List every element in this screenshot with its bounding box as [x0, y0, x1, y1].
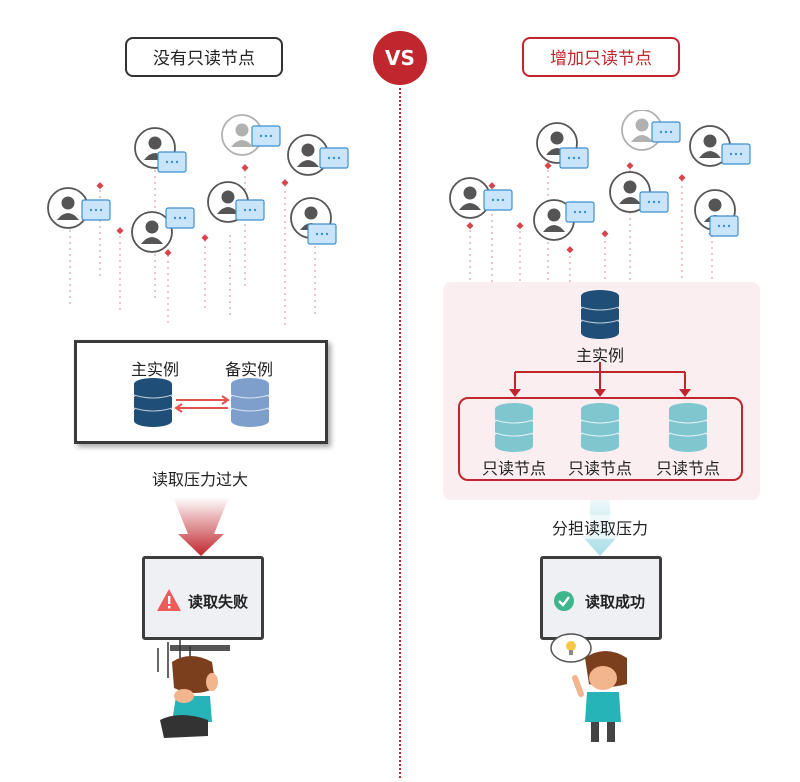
right-primary-label: 主实例: [575, 346, 624, 365]
user-icon: [207, 181, 265, 223]
primary-db-icon: [134, 378, 172, 427]
frustrated-person-illustration: [157, 640, 230, 738]
user-icon: [134, 127, 187, 173]
user-icon: [694, 189, 739, 237]
readonly-db-icon: [495, 403, 533, 452]
right-primary-db-icon: [580, 290, 620, 339]
readonly-label-1: 只读节点: [481, 459, 546, 478]
share-pressure-label: 分担读取压力: [530, 515, 670, 539]
left-title: 没有只读节点: [125, 37, 283, 77]
readonly-db-icon: [669, 403, 707, 452]
user-icon: [287, 134, 349, 176]
signal-lines: [469, 170, 713, 290]
replication-arrows: [509, 362, 691, 397]
right-title: 增加只读节点: [522, 37, 680, 77]
user-icon: [533, 199, 595, 241]
user-icon: [536, 122, 589, 169]
happy-person-illustration: [550, 633, 627, 742]
right-users-cluster: [449, 110, 751, 290]
success-check-icon: [554, 591, 574, 611]
left-users-cluster: [47, 114, 349, 325]
left-monitor: [142, 556, 264, 640]
standby-label: 备实例: [224, 360, 273, 379]
readonly-db-icon: [581, 403, 619, 452]
primary-label: 主实例: [130, 360, 179, 379]
user-icon: [47, 187, 111, 229]
vs-badge: VS: [373, 31, 427, 85]
readonly-label-2: 只读节点: [567, 459, 632, 478]
user-icon: [290, 197, 337, 245]
readonly-db-icons: [494, 403, 708, 452]
user-icon: [609, 171, 669, 213]
lightbulb-icon: [566, 641, 576, 651]
signal-lines: [69, 170, 316, 325]
pressure-arrow-icon: [173, 497, 229, 556]
primary-standby-box: [74, 340, 328, 444]
read-success-label: 读取成功: [585, 593, 646, 611]
read-failed-label: 读取失败: [188, 593, 249, 611]
sync-arrows-icon: [174, 395, 230, 413]
pressure-label: 读取压力过大: [151, 470, 248, 489]
center-divider: [399, 88, 401, 778]
user-icon: [689, 125, 751, 167]
chat-icon: [251, 125, 281, 147]
primary-standby-diagram: [133, 378, 270, 427]
readonly-nodes-group: [458, 397, 743, 481]
readonly-label-3: 只读节点: [655, 459, 720, 478]
user-icon: [449, 177, 513, 219]
warning-icon: [157, 589, 181, 611]
chat-icon: [651, 121, 681, 143]
standby-db-icon: [231, 378, 269, 427]
user-icon: [131, 207, 195, 253]
